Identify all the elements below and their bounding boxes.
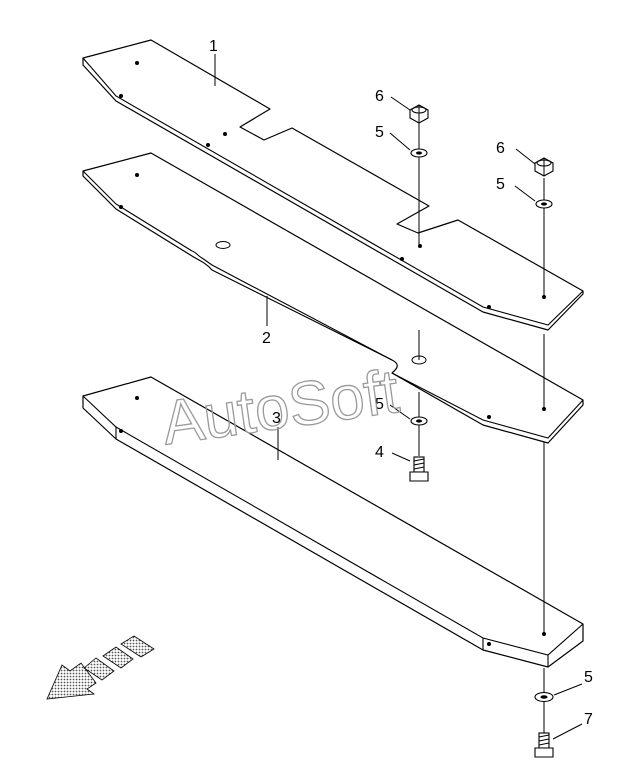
callout-2: 2 [262, 330, 271, 347]
leader-lines [214, 54, 583, 740]
front-direction-arrow-icon [46, 635, 155, 700]
nut-6-left [409, 104, 429, 124]
washer-5-left-top [410, 148, 428, 158]
callout-1: 1 [209, 38, 218, 55]
nut-6-right [534, 157, 554, 177]
washer-5-right-top [535, 199, 553, 209]
watermark: AutoSoft [158, 357, 403, 458]
callout-4: 4 [375, 444, 384, 461]
callout-5-b: 5 [496, 176, 505, 193]
washer-5-left-bottom [410, 416, 428, 426]
callout-7: 7 [584, 711, 593, 728]
callout-5-c: 5 [375, 396, 384, 413]
bolt-7 [534, 732, 554, 758]
callout-6-b: 6 [496, 140, 505, 157]
callout-5-a: 5 [375, 124, 384, 141]
bolt-4 [409, 456, 429, 482]
plate-2 [82, 152, 584, 444]
callout-5-d: 5 [584, 669, 593, 686]
callout-3: 3 [272, 410, 281, 427]
callout-6-a: 6 [375, 88, 384, 105]
plate-3 [82, 376, 584, 668]
washer-5-right-bottom [534, 691, 554, 703]
